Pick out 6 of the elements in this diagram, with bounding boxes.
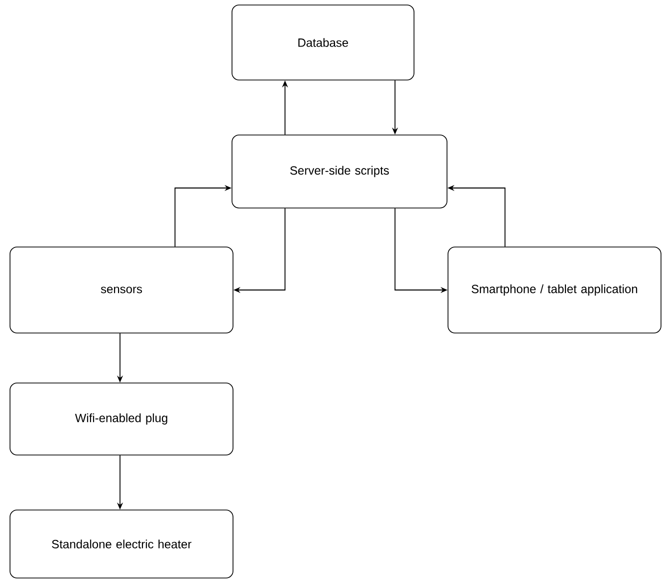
process-box: Smartphone / tablet application xyxy=(448,246,662,334)
process-box: Database xyxy=(232,4,414,80)
process-box: Standalone electric heater xyxy=(10,510,234,578)
process-box: Wifi-enabled plug xyxy=(10,382,234,456)
process-box: sensors xyxy=(10,246,234,334)
process-box: Server-side scripts xyxy=(232,134,448,208)
